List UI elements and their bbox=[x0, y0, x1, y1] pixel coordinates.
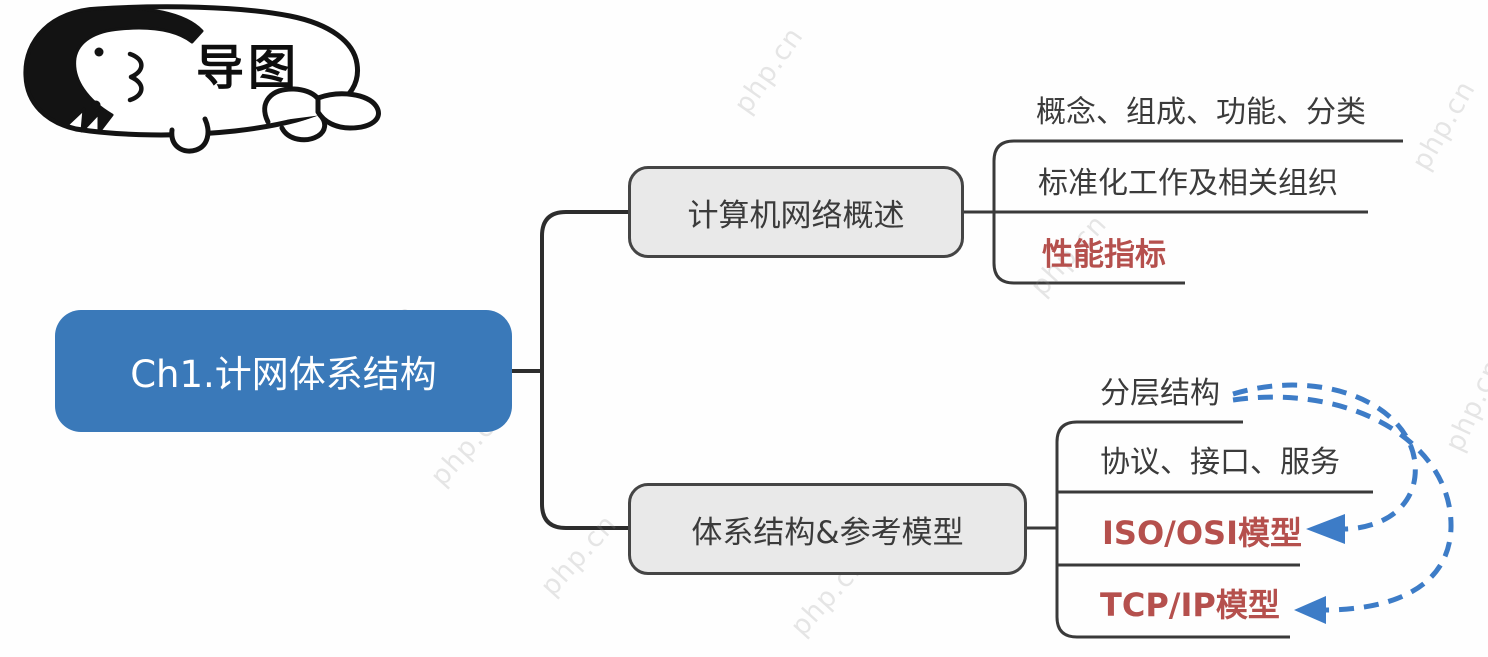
leaf-performance-metrics[interactable]: 性能指标 bbox=[1042, 237, 1166, 273]
doodle-cartoon-figure bbox=[23, 4, 381, 154]
doodle-paw bbox=[315, 91, 381, 131]
branch-node-label: 体系结构&参考模型 bbox=[691, 514, 964, 551]
leaf-protocol-interface-service[interactable]: 协议、接口、服务 bbox=[1100, 445, 1340, 480]
arrowhead-tcpip bbox=[1294, 596, 1326, 624]
leaf-layered-structure[interactable]: 分层结构 bbox=[1100, 376, 1220, 411]
relation-arrows bbox=[1232, 382, 1454, 624]
branch1-bracket bbox=[964, 139, 1403, 285]
arrow-layered-to-tcpip bbox=[1232, 394, 1454, 613]
doodle-foot bbox=[279, 112, 328, 143]
arrowhead-osi bbox=[1306, 514, 1345, 544]
underline-branch2-child1-and-4 bbox=[1055, 420, 1290, 639]
leaf-iso-osi-model[interactable]: ISO/OSI模型 bbox=[1102, 514, 1303, 552]
arrow-layered-to-osi bbox=[1232, 382, 1418, 532]
branch-node-architecture-models[interactable]: 体系结构&参考模型 bbox=[628, 483, 1027, 575]
connector-root-to-branches bbox=[540, 210, 638, 530]
doodle-caption: 导图 bbox=[196, 40, 301, 96]
leaf-standardization[interactable]: 标准化工作及相关组织 bbox=[1038, 166, 1338, 201]
doodle-hair bbox=[24, 6, 204, 134]
root-node[interactable]: Ch1.计网体系结构 bbox=[55, 310, 512, 432]
branch-node-label: 计算机网络概述 bbox=[687, 197, 905, 234]
doodle-arm bbox=[169, 116, 211, 154]
doodle-eye-top bbox=[94, 47, 104, 57]
branch-node-network-overview[interactable]: 计算机网络概述 bbox=[628, 166, 964, 258]
doodle-eye-bottom bbox=[91, 100, 101, 110]
trunk-connectors bbox=[512, 210, 638, 530]
leaf-concept-composition[interactable]: 概念、组成、功能、分类 bbox=[1036, 95, 1366, 130]
branch2-bracket bbox=[1027, 420, 1373, 639]
leaf-tcp-ip-model[interactable]: TCP/IP模型 bbox=[1100, 586, 1280, 624]
underline-branch1-child1-and-3 bbox=[992, 139, 1403, 285]
doodle-mouth bbox=[127, 51, 144, 103]
root-node-label: Ch1.计网体系结构 bbox=[130, 353, 437, 396]
